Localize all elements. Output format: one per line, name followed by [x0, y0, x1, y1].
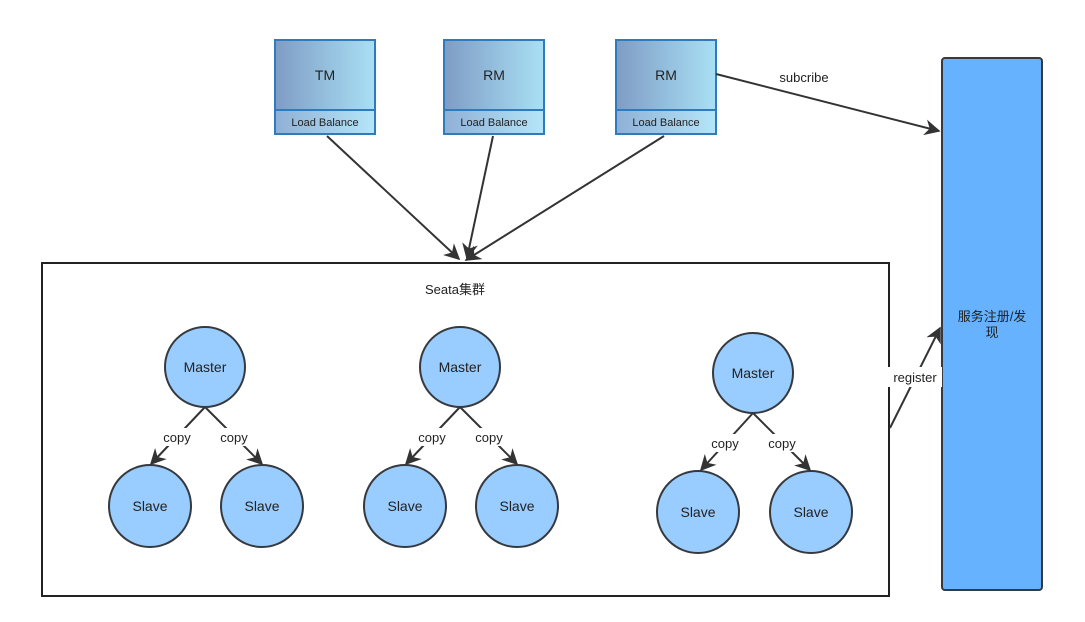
subscribe-label: subcribe [779, 70, 828, 85]
client-name: RM [483, 67, 505, 83]
client-box-tm: TM Load Balance [274, 39, 376, 135]
arrow-rm2-to-cluster [464, 135, 665, 261]
copy-label: copy [711, 436, 739, 451]
copy-label: copy [418, 430, 446, 445]
slave-label: Slave [793, 504, 828, 520]
slave-node [108, 464, 192, 548]
registry-label-line1: 服务注册/发 [958, 309, 1027, 324]
registry-label-line2: 现 [985, 325, 998, 340]
client-sub-label: Load Balance [291, 117, 358, 129]
slave-label: Slave [132, 498, 167, 514]
master-node [712, 332, 794, 414]
client-name: RM [655, 67, 677, 83]
arrow-rm1-to-cluster [462, 135, 494, 260]
cluster-title: Seata集群 [425, 282, 485, 297]
slave-label: Slave [387, 498, 422, 514]
client-name: TM [315, 67, 335, 83]
master-label: Master [439, 359, 482, 375]
copy-label: copy [768, 436, 796, 451]
slave-label: Slave [499, 498, 534, 514]
replica-group-1: copy copy Master Slave Slave [108, 326, 304, 548]
slave-label: Slave [244, 498, 279, 514]
slave-node [475, 464, 559, 548]
register-label: register [893, 370, 937, 385]
client-sub-label: Load Balance [632, 117, 699, 129]
replica-group-3: copy copy Master Slave Slave [656, 332, 853, 554]
master-label: Master [184, 359, 227, 375]
slave-node [220, 464, 304, 548]
slave-node [363, 464, 447, 548]
master-node [419, 326, 501, 408]
slave-label: Slave [680, 504, 715, 520]
slave-node [769, 470, 853, 554]
arrow-tm-to-cluster [326, 135, 461, 261]
registry-box: 服务注册/发 现 [941, 57, 1043, 591]
master-node [164, 326, 246, 408]
copy-label: copy [163, 430, 191, 445]
client-sub-label: Load Balance [460, 117, 527, 129]
client-box-rm-2: RM Load Balance [615, 39, 717, 135]
replica-group-2: copy copy Master Slave Slave [363, 326, 559, 548]
master-label: Master [732, 365, 775, 381]
copy-label: copy [475, 430, 503, 445]
arrow-subscribe [715, 73, 941, 136]
client-box-rm-1: RM Load Balance [443, 39, 545, 135]
slave-node [656, 470, 740, 554]
copy-label: copy [220, 430, 248, 445]
